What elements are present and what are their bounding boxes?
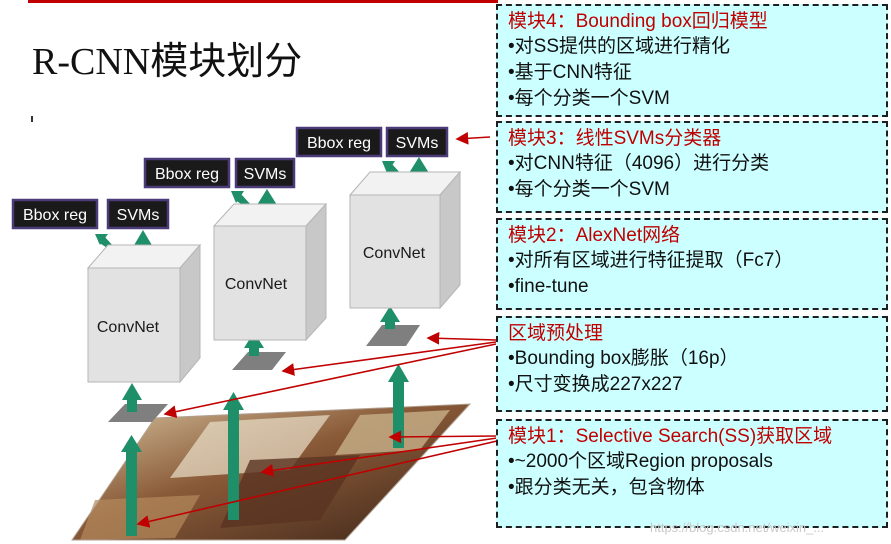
warped-regions — [108, 325, 420, 422]
module-line: •尺寸变换成227x227 — [508, 374, 683, 395]
module-line: •~2000个区域Region proposals — [508, 451, 773, 472]
module-title: 模块3：线性SVMs分类器 — [508, 128, 722, 149]
slide-title: R-CNN模块划分 — [32, 41, 303, 83]
module-line: •每个分类一个SVM — [508, 88, 670, 109]
module-title: 模块1：Selective Search(SS)获取区域 — [508, 426, 833, 447]
watermark: https://blog.csdn.net/weixin_... — [650, 520, 825, 535]
rcnn-pipeline-diagram: ConvNet ConvNet ConvNet Bbox reg SVMs Bb… — [11, 126, 498, 541]
tick-mark — [31, 116, 33, 122]
convnet-label: ConvNet — [363, 245, 426, 262]
svg-text:SVMs: SVMs — [244, 166, 287, 183]
module-line: •对所有区域进行特征提取（Fc7） — [508, 250, 794, 271]
module-line: •对SS提供的区域进行精化 — [508, 36, 730, 57]
module-line: •跟分类无关，包含物体 — [508, 477, 705, 498]
convnet-cube-1: ConvNet — [86, 243, 202, 384]
convnet-cube-3: ConvNet — [348, 170, 462, 310]
bbox-reg-tag-3: Bbox reg — [295, 126, 383, 158]
svms-tag-1: SVMs — [106, 198, 170, 230]
module-3-box: 模块3：线性SVMs分类器 •对CNN特征（4096）进行分类 •每个分类一个S… — [496, 121, 888, 213]
top-accent-line — [28, 0, 498, 3]
svg-text:Bbox reg: Bbox reg — [307, 135, 371, 152]
svg-text:SVMs: SVMs — [117, 207, 160, 224]
module-1-box: 模块1：Selective Search(SS)获取区域 •~2000个区域Re… — [496, 419, 888, 528]
bbox-reg-tag-2: Bbox reg — [143, 157, 231, 189]
module-title: 区域预处理 — [508, 323, 604, 344]
svg-text:Bbox reg: Bbox reg — [155, 166, 219, 183]
convnet-cube-2: ConvNet — [212, 202, 328, 342]
module-line: •fine-tune — [508, 276, 589, 297]
module-line: •基于CNN特征 — [508, 62, 632, 83]
red-connector-arrows — [136, 131, 498, 528]
svms-tag-2: SVMs — [234, 157, 296, 189]
svg-text:Bbox reg: Bbox reg — [23, 207, 87, 224]
convnet-label: ConvNet — [97, 319, 160, 336]
preprocess-box: 区域预处理 •Bounding box膨胀（16p） •尺寸变换成227x227 — [496, 316, 888, 412]
module-title: 模块2：AlexNet网络 — [508, 225, 681, 246]
module-line: •每个分类一个SVM — [508, 179, 670, 200]
module-4-box: 模块4：Bounding box回归模型 •对SS提供的区域进行精化 •基于CN… — [496, 4, 888, 117]
module-line: •对CNN特征（4096）进行分类 — [508, 153, 770, 174]
module-title: 模块4：Bounding box回归模型 — [508, 11, 768, 32]
svg-text:SVMs: SVMs — [396, 135, 439, 152]
module-line: •Bounding box膨胀（16p） — [508, 348, 739, 369]
convnet-label: ConvNet — [225, 276, 288, 293]
svms-tag-3: SVMs — [385, 126, 449, 158]
module-2-box: 模块2：AlexNet网络 •对所有区域进行特征提取（Fc7） •fine-tu… — [496, 218, 888, 310]
bbox-reg-tag-1: Bbox reg — [11, 198, 99, 230]
